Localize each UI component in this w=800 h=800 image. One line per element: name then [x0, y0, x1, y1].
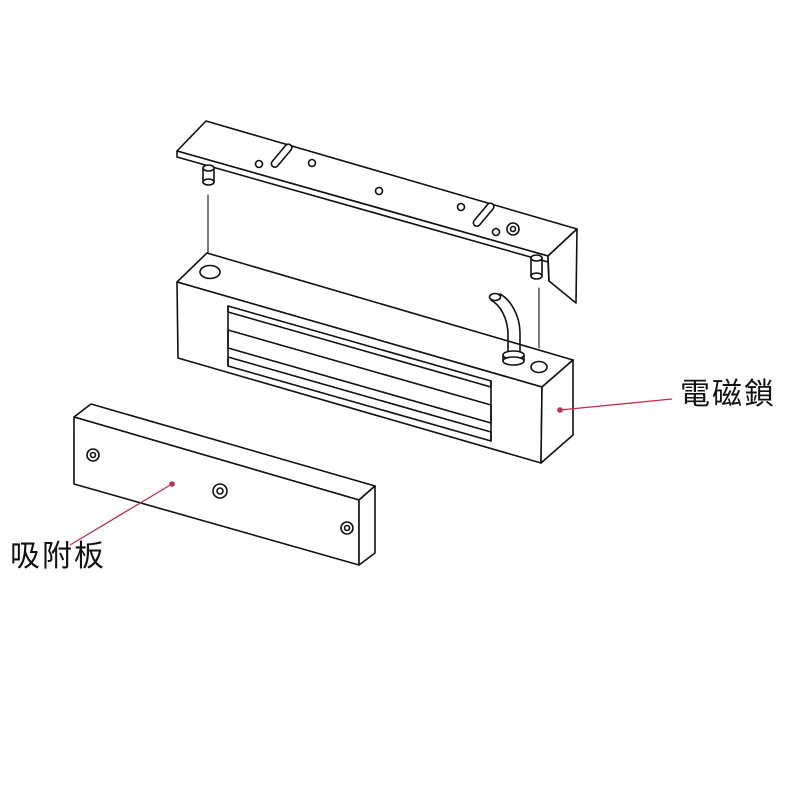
bracket-pin-right — [530, 254, 543, 280]
label-electromagnetic-lock: 電磁鎖 — [680, 377, 776, 412]
leader-line-plate — [69, 481, 175, 546]
armature-plate — [73, 403, 376, 566]
label-armature-plate: 吸附板 — [10, 539, 106, 574]
bracket-pin-left — [202, 164, 215, 186]
leader-line-lock — [557, 398, 673, 413]
mounting-bracket — [176, 120, 578, 304]
maglock-body — [176, 252, 574, 464]
cable — [488, 292, 525, 366]
